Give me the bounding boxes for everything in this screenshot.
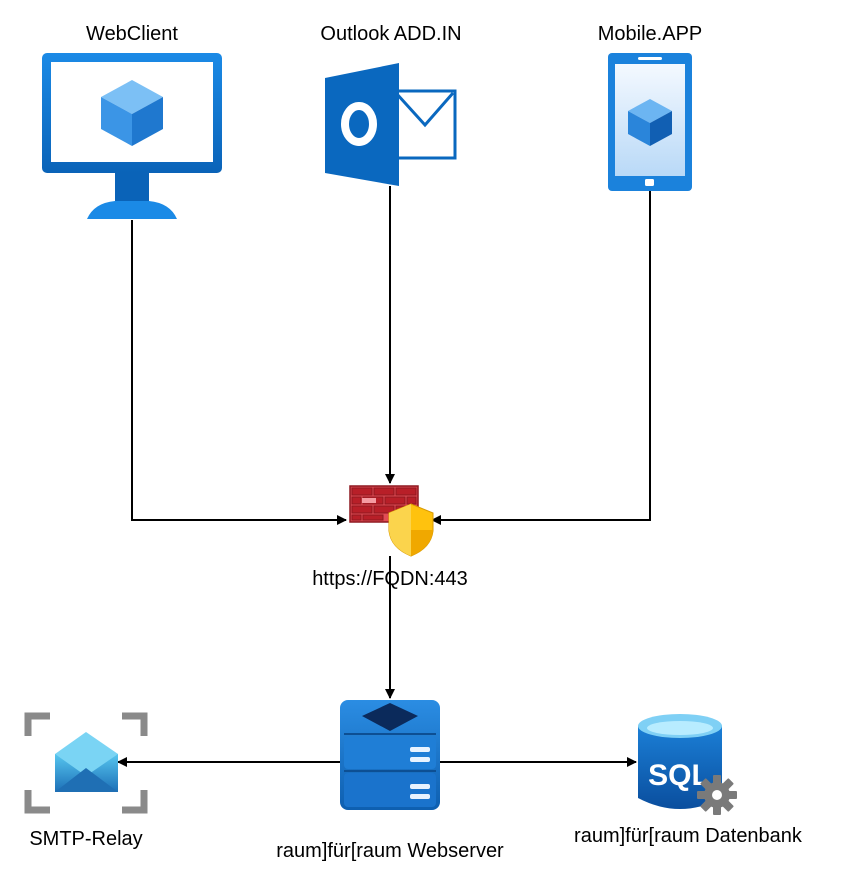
mail-relay-icon <box>24 712 148 814</box>
gear-icon <box>697 775 737 815</box>
sql-database-icon: SQL <box>638 714 737 815</box>
server-icon <box>340 700 440 810</box>
outlook-addin-label: Outlook ADD.IN <box>320 23 461 45</box>
webclient-label: WebClient <box>86 23 178 45</box>
mobile-app-label: Mobile.APP <box>598 23 703 45</box>
connectors <box>117 186 651 767</box>
firewall-label: https://FQDN:443 <box>312 568 468 590</box>
smtp-relay-label: SMTP-Relay <box>29 828 142 850</box>
edge-webclient-firewall <box>131 220 347 525</box>
tablet-icon <box>608 53 692 191</box>
webserver-label: raum]für[raum Webserver <box>276 840 504 862</box>
monitor-icon <box>42 53 222 219</box>
edge-mobile-firewall <box>431 190 651 525</box>
sql-icon-text: SQL <box>648 759 710 792</box>
firewall-icon <box>349 485 434 557</box>
database-label: raum]für[raum Datenbank <box>574 825 803 847</box>
outlook-icon <box>325 63 457 186</box>
